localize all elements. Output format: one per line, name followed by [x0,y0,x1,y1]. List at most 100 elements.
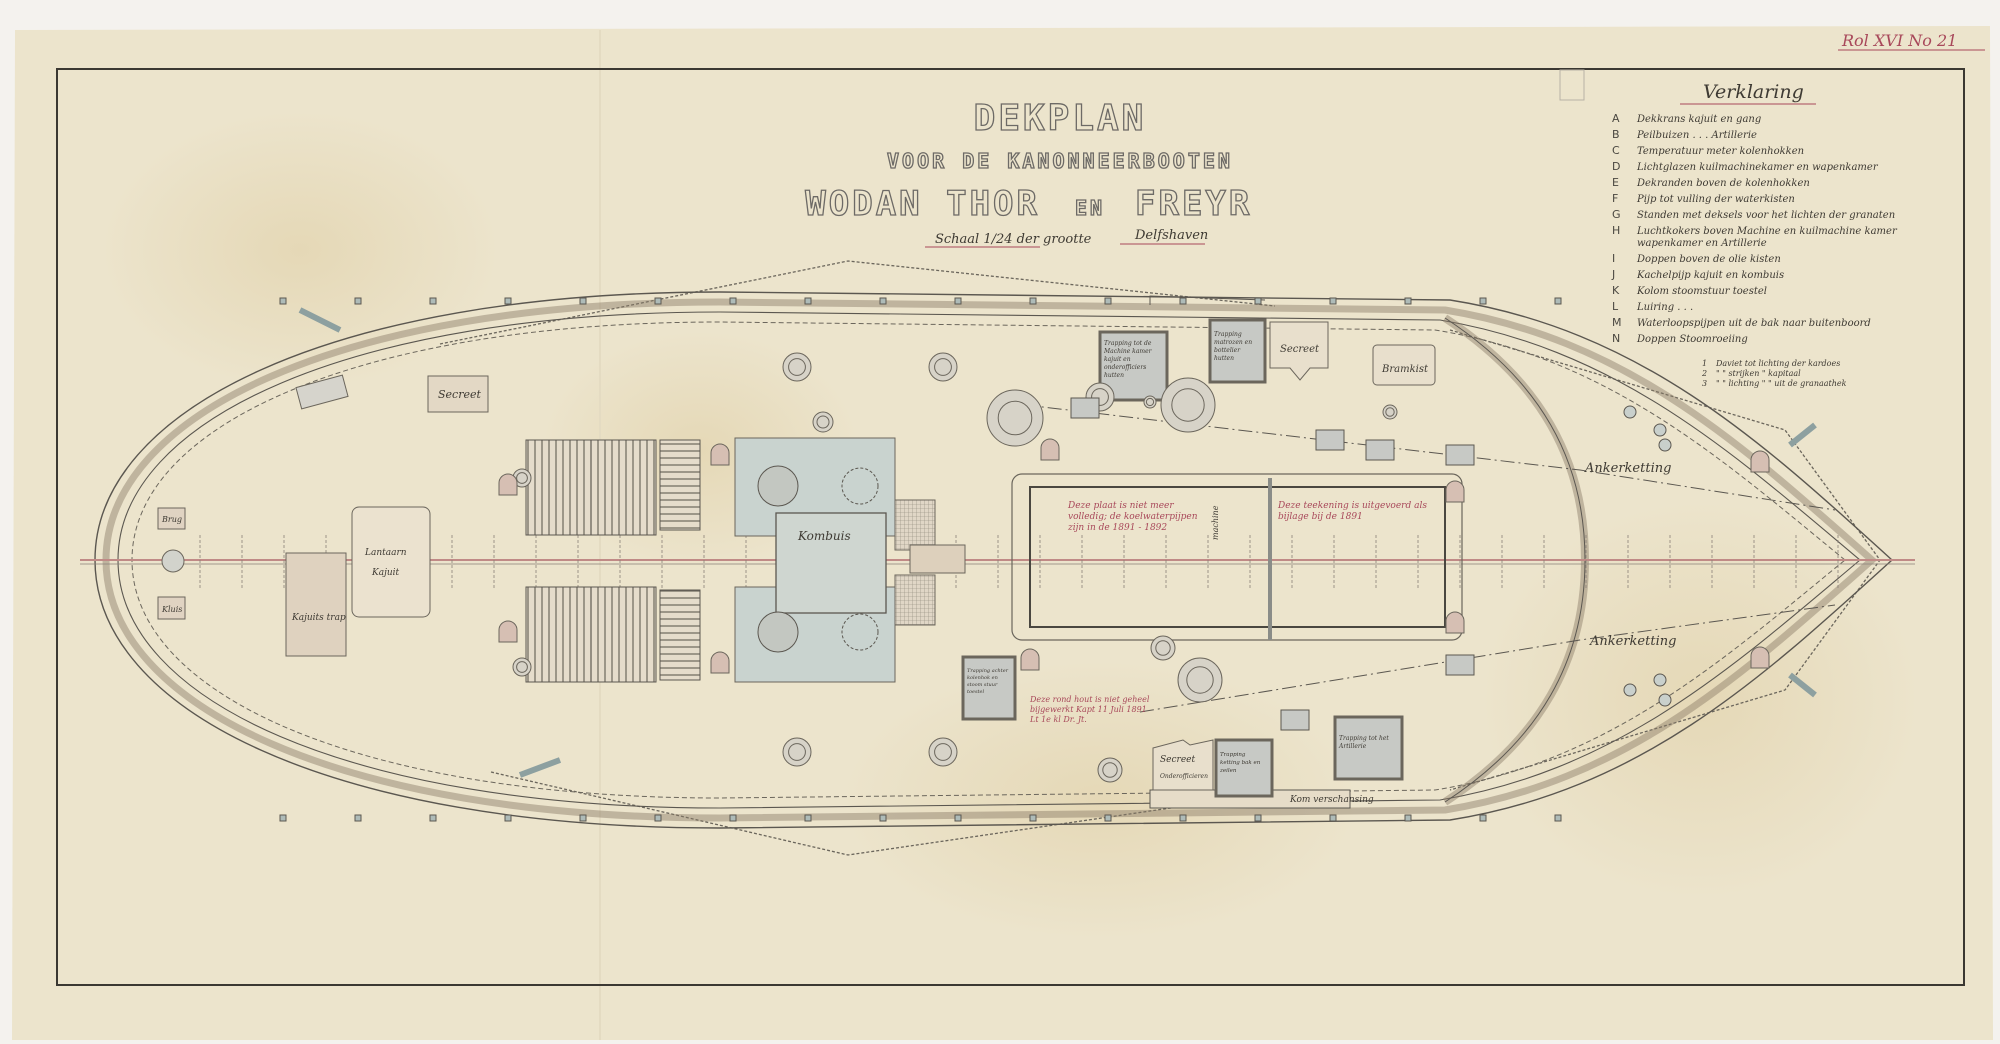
legend-item-text: Luchtkokers boven Machine en kuilmachine… [1636,226,1898,249]
secreet-officieren-sub: Onderofficieren [1160,773,1208,780]
title-dekplan: DEKPLAN [974,98,1147,139]
bollard-icon [1653,423,1667,437]
rail-stanchion [954,814,962,822]
legend-key: K [1612,284,1620,297]
rail-stanchion [354,297,362,305]
brug-box [157,507,186,530]
secreet-officieren-label: Secreet [1160,755,1195,765]
rail-stanchion [1329,297,1337,305]
rail-stanchion [429,814,437,822]
deck-fitting-circle [1150,635,1176,661]
hatch-grate-port-1[interactable] [525,439,592,536]
secreet-aft-label: Secreet [438,388,481,401]
trapping-achter-box [961,655,1017,721]
legend-key: F [1612,192,1618,205]
air-vent-icon [498,620,518,643]
deck-fitting-inner [934,358,952,376]
verschansing-top [1149,295,1266,305]
deck-fitting-circle [928,737,958,767]
rail-stanchion [729,297,737,305]
legend-item-text: Pijp tot vulling der waterkisten [1636,194,1795,205]
rail-stanchion [1554,814,1562,822]
rail-stanchion [279,297,287,305]
secreet-fwd-label: Secreet [1280,344,1320,355]
hatch-grate-port-3[interactable] [659,439,701,531]
rail-stanchion [1029,814,1037,822]
bollard-icon [1658,438,1672,452]
hatch-grate-stbd-1[interactable] [525,586,592,683]
hatch-grate-stbd-2[interactable] [590,586,657,683]
legend-note-text: " " lichting " " uit de granaathek [1716,379,1847,388]
lantaarn-label: Lantaarn [364,548,407,558]
winch-fitting-icon [1280,709,1310,731]
rail-stanchion [804,814,812,822]
winch-fitting-icon [1445,654,1475,676]
legend-key: A [1612,112,1620,125]
archive-label-box [1559,69,1585,101]
hatch-grate-port-2[interactable] [590,439,657,536]
rail-stanchion [654,297,662,305]
engine-casing-inner [1029,486,1446,628]
secreet-aft-box [427,375,489,413]
bramkist-label: Bramkist [1381,364,1429,375]
air-vent-icon [1445,611,1465,634]
stay-rope-port [439,260,1276,345]
deck-fitting-circle [1097,757,1123,783]
deck-fitting-inner [788,743,806,761]
deck-fitting-inner [1145,397,1155,407]
engine-grating-port [894,499,936,551]
rail-stanchion [1104,297,1112,305]
legend-item-text: Doppen boven de olie kisten [1636,254,1781,265]
ventilator-port [841,467,879,505]
rail-stanchion [579,814,587,822]
air-vent-icon [1750,646,1770,669]
deck-fitting-circle [928,352,958,382]
deck-fitting-inner [1155,640,1171,656]
deck-fitting-inner [1171,388,1205,422]
trapping-kettingbak-box [1214,738,1274,798]
deck-fitting-inner [516,661,528,673]
winch-fitting-icon [1315,429,1345,451]
funnel-stbd [757,611,799,653]
legend-item-text: Dekranden boven de kolenhokken [1636,178,1810,189]
secreet-fwd-box [1269,321,1329,381]
rail-stanchion [579,297,587,305]
deck-fitting-circle [782,737,812,767]
bollard-icon [1653,673,1667,687]
ankerketting-label-starboard: Ankerketting [1589,634,1676,649]
kajuit-skylight [351,506,431,618]
hatch-grate-stbd-3[interactable] [659,589,701,681]
rail-stanchion [879,814,887,822]
kluis-box [157,596,186,620]
rail-stanchion [1404,814,1412,822]
trapping-matrozen-box [1208,318,1267,384]
winch-fitting-icon [1365,439,1395,461]
legend-item-text: Standen met deksels voor het lichten der… [1637,210,1895,221]
bollard-icon [1623,683,1637,697]
deck-fitting-inner [1186,666,1214,694]
legend-note-key: 3 [1702,379,1707,388]
air-vent-icon [1445,480,1465,503]
legend-note-key: 2 [1701,369,1707,378]
deck-fitting-circle [986,389,1044,447]
machine-label: machine [1211,505,1220,540]
rail-stanchion [804,297,812,305]
deck-fitting-inner [1091,388,1109,406]
legend-key: B [1612,128,1620,141]
rail-stanchion [954,297,962,305]
stern-capstan [161,549,185,573]
legend-item-text: Doppen Stoomroeiing [1636,334,1748,345]
legend-item-text: Waterloopspijpen uit de bak naar buitenb… [1637,318,1871,329]
trapping-artillerie-box [1333,715,1404,781]
rail-stanchion [504,814,512,822]
legend-key: J [1611,268,1615,281]
winch-fitting-icon [1445,444,1475,466]
rail-stanchion [504,297,512,305]
kajuitstrap-box [285,552,347,657]
air-vent-icon [1040,438,1060,461]
rail-stanchion [354,814,362,822]
